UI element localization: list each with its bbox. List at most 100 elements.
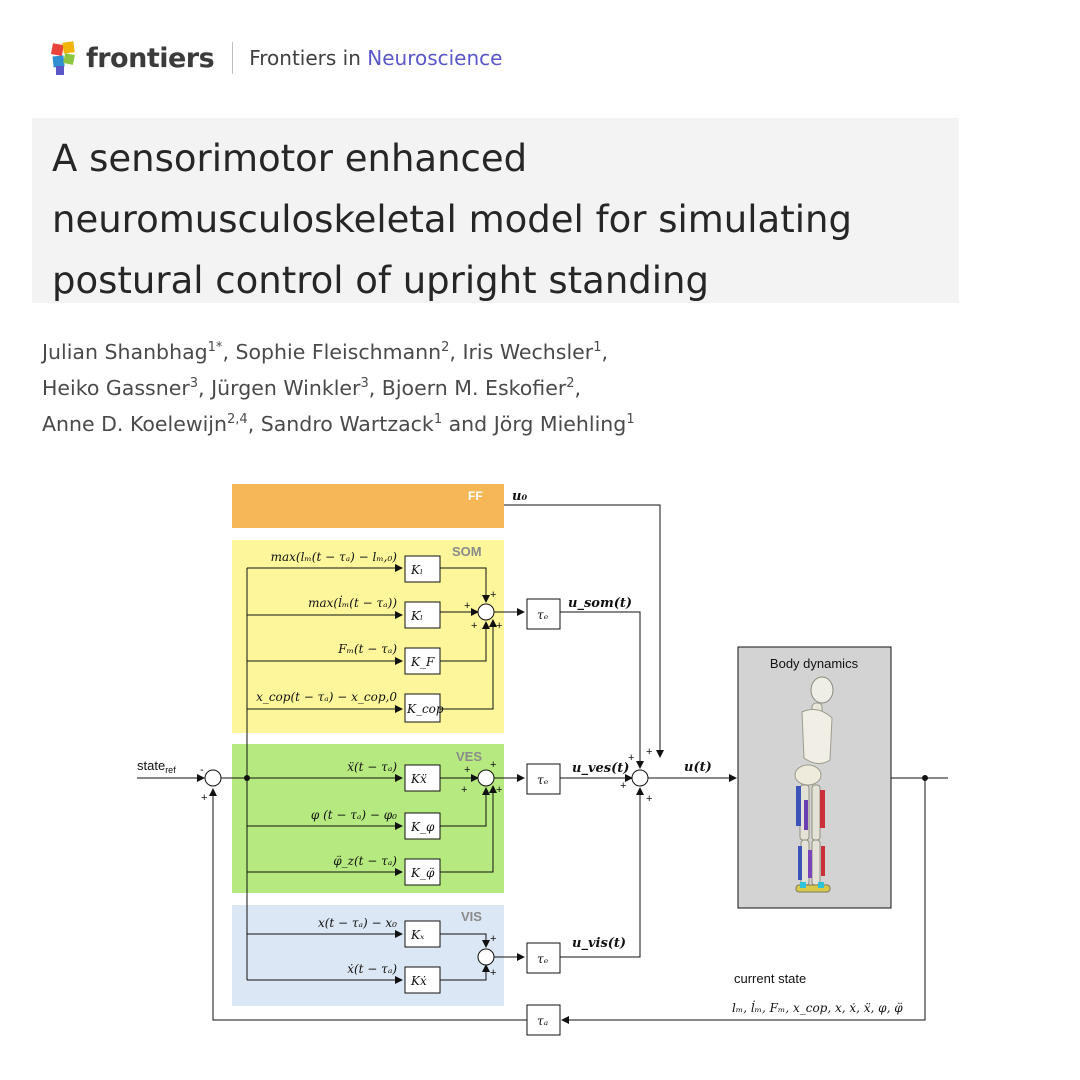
- author-list: Julian Shanbhag1*, Sophie Fleischmann2, …: [42, 334, 842, 442]
- author-line: Julian Shanbhag1*, Sophie Fleischmann2, …: [42, 340, 608, 364]
- delay-label: τₐ: [537, 1014, 548, 1028]
- gain-box-kcop: [404, 693, 441, 723]
- input-state-ref: stateref: [137, 758, 176, 775]
- svg-text:+: +: [490, 759, 496, 771]
- som-input-expr: x_cop(t − τₐ) − x_cop,0: [256, 690, 397, 704]
- author-name: Julian Shanbhag: [42, 340, 208, 364]
- svg-text:+: +: [464, 600, 470, 612]
- header-divider: [232, 42, 234, 74]
- svg-text:+: +: [646, 746, 652, 758]
- body-dynamics-label: Body dynamics: [770, 656, 859, 671]
- delay-box-feedback: [526, 1004, 561, 1036]
- delay-box-ves: [526, 763, 561, 795]
- author-affiliation: 1*: [207, 340, 223, 356]
- author-affiliation: 1: [626, 412, 635, 428]
- author-affiliation: 1: [433, 412, 443, 428]
- svg-text:+: +: [201, 792, 207, 804]
- gain-box-kphiddot: [404, 858, 441, 886]
- svg-text:+: +: [496, 620, 502, 632]
- svg-text:+: +: [471, 620, 477, 632]
- gain-label: Kẋ: [410, 974, 427, 988]
- gain-label: K_F: [410, 655, 435, 669]
- gain-box-kxddot: [404, 764, 441, 792]
- svg-text:+: +: [628, 752, 634, 764]
- som-label: SOM: [452, 544, 482, 559]
- brand-name: frontiers: [86, 42, 215, 74]
- author-affiliation: 1: [593, 340, 602, 356]
- gain-box-kxdot: [404, 966, 441, 994]
- main-sum-junction: [631, 769, 649, 787]
- author-line: Anne D. Koelewijn2,4, Sandro Wartzack1 a…: [42, 412, 635, 436]
- author-affiliation: 3: [360, 376, 369, 392]
- author-name: Heiko Gassner: [42, 376, 190, 400]
- ves-sum-junction: [477, 769, 495, 787]
- signal-u0: u₀: [512, 489, 527, 504]
- svg-text:+: +: [496, 784, 502, 796]
- author-name: Anne D. Koelewijn: [42, 412, 227, 436]
- input-sum-junction: [204, 769, 222, 787]
- gain-box-kf: [404, 647, 441, 675]
- signal-uvis: u_vis(t): [572, 936, 626, 951]
- gain-label: Kₗ̇: [410, 609, 423, 623]
- signal-usom: u_som(t): [568, 596, 632, 611]
- paper-title: A sensorimotor enhanced neuromusculoskel…: [52, 128, 952, 311]
- gain-label: Kₓ: [410, 928, 425, 942]
- frontiers-logo-icon: [50, 40, 80, 76]
- svg-text:+: +: [490, 933, 496, 945]
- gain-box-kldot: [404, 601, 441, 629]
- title-line: neuromusculoskeletal model for simulatin…: [52, 198, 852, 241]
- author-name: Jörg Miehling: [493, 412, 627, 436]
- current-state-label: current state: [734, 971, 806, 986]
- svg-text:+: +: [464, 764, 470, 776]
- delay-box-vis: [526, 942, 561, 974]
- author-name: Sophie Fleischmann: [235, 340, 442, 364]
- author-affiliation: 3: [189, 376, 199, 392]
- gain-label: K_φ: [410, 820, 435, 834]
- gain-label: Kẍ: [410, 772, 427, 786]
- author-affiliation: 2: [441, 340, 450, 356]
- state-variables: lₘ, l̇ₘ, Fₘ, x_cop, x, ẋ, ẍ, φ, φ̈: [732, 999, 903, 1015]
- signal-uves: u_ves(t): [572, 761, 629, 776]
- vis-label: VIS: [461, 909, 482, 924]
- svg-text:+: +: [620, 780, 626, 792]
- journal-name: Frontiers in Neuroscience: [249, 46, 503, 70]
- ves-input-expr: ẍ(t − τₐ): [347, 760, 397, 774]
- som-input-expr: max(l̇ₘ(t − τₐ)): [308, 594, 397, 610]
- title-line: postural control of upright standing: [52, 259, 709, 302]
- gain-label: Kₗ: [410, 563, 423, 577]
- gain-label: K_cop: [406, 702, 444, 716]
- delay-label: τₑ: [537, 773, 549, 787]
- ff-section: [232, 484, 504, 528]
- gain-box-kl: [404, 555, 441, 583]
- vis-section: [232, 905, 504, 1006]
- svg-text:+: +: [646, 793, 652, 805]
- journal-header: frontiers Frontiers in Neuroscience: [50, 38, 502, 78]
- vis-input-expr: x(t − τₐ) − x₀: [318, 916, 397, 930]
- som-input-expr: max(lₘ(t − τₐ) − lₘ,₀): [271, 550, 398, 564]
- author-joiner: and: [448, 412, 488, 436]
- som-sum-junction: [477, 603, 495, 621]
- author-name: Bjoern M. Eskofier: [381, 376, 567, 400]
- ff-label: FF: [468, 489, 483, 503]
- ves-label: VES: [456, 749, 482, 764]
- vis-sum-junction: [477, 948, 495, 966]
- som-section: [232, 540, 504, 733]
- signal-u: u(t): [684, 760, 712, 775]
- author-name: Sandro Wartzack: [260, 412, 434, 436]
- author-name: Iris Wechsler: [462, 340, 594, 364]
- ves-input-expr: φ (t − τₐ) − φ₀: [311, 808, 397, 822]
- som-input-expr: Fₘ(t − τₐ): [337, 642, 397, 656]
- gain-box-kx: [404, 920, 441, 948]
- author-name: Jürgen Winkler: [211, 376, 361, 400]
- svg-text:-: -: [200, 764, 204, 776]
- svg-text:+: +: [461, 784, 467, 796]
- gain-box-kphi: [404, 812, 441, 840]
- skeleton-model-icon: [794, 676, 834, 893]
- title-line: A sensorimotor enhanced: [52, 137, 528, 180]
- author-line: Heiko Gassner3, Jürgen Winkler3, Bjoern …: [42, 376, 582, 400]
- delay-label: τₑ: [537, 952, 549, 966]
- title-background: [32, 118, 959, 303]
- ves-input-expr: φ̈_z(t − τₐ): [333, 854, 397, 868]
- delay-box-som: [526, 598, 561, 630]
